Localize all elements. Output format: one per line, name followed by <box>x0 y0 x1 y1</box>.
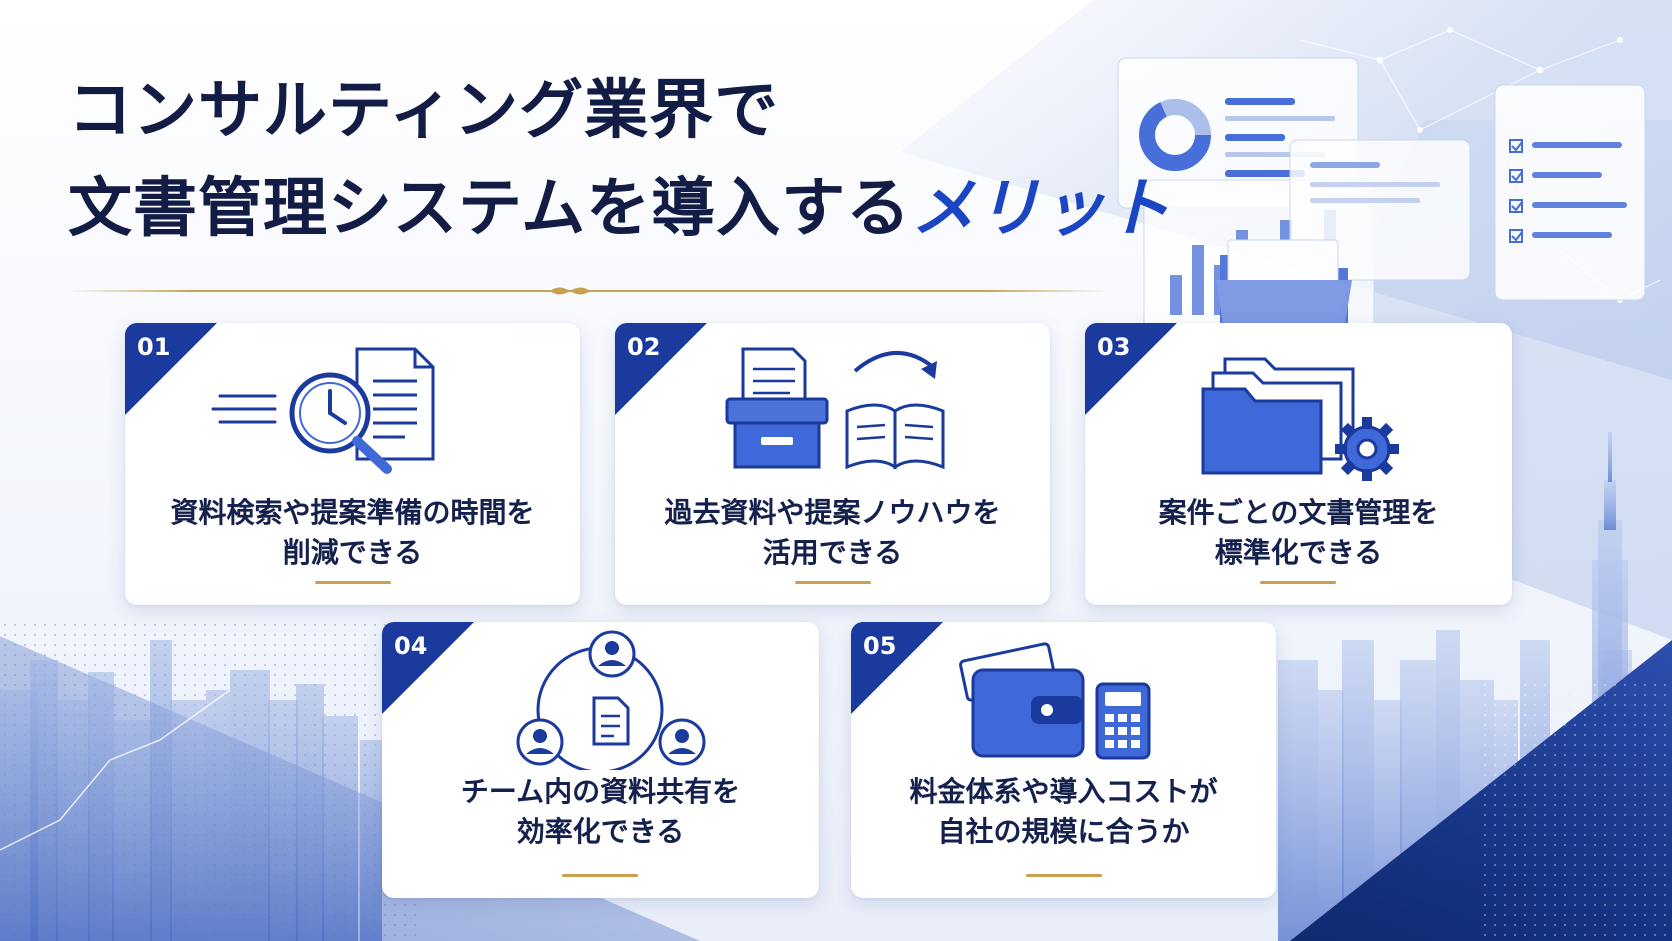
benefit-card-02: 02 過去資料や提案ノウハウを 活用できる <box>615 323 1050 605</box>
card-text: 料金体系や導入コストが 自社の規模に合うか <box>851 772 1276 852</box>
background-facet-right-bottom <box>1290 640 1672 941</box>
title-line-2: 文書管理システムを導入するメリット <box>68 160 1171 258</box>
background-dot-pattern <box>0 620 420 941</box>
card-text-line-1: 資料検索や提案準備の時間を <box>170 496 535 529</box>
background-dot-pattern-right <box>1480 680 1672 941</box>
card-number: 02 <box>627 333 661 361</box>
clock-magnifier-document-icon <box>211 347 435 474</box>
dashboard-illustration <box>1117 57 1646 331</box>
title-accent: メリット <box>911 171 1172 246</box>
card-text-line-1: 過去資料や提案ノウハウを <box>664 496 1001 529</box>
card-underline <box>562 874 638 877</box>
title-line-1: コンサルティング業界で <box>68 73 780 148</box>
benefit-card-04: 04 チーム内の資料共有を 効率化できる <box>382 622 819 898</box>
card-text-line-2: 標準化できる <box>1214 536 1383 569</box>
card-text: 資料検索や提案準備の時間を 削減できる <box>125 493 580 573</box>
card-number: 01 <box>137 333 171 361</box>
card-underline <box>1260 581 1336 584</box>
card-underline <box>315 581 391 584</box>
card-text-line-1: 案件ごとの文書管理を <box>1158 496 1439 529</box>
benefit-card-01: 01 資料検索や提案準備の時間を 削減できる <box>125 323 580 605</box>
card-text: チーム内の資料共有を 効率化できる <box>382 772 819 852</box>
wallet-calculator-icon <box>959 642 1151 760</box>
benefit-card-05: 05 料金体系や導入コストが 自社の規模に合うか <box>851 622 1276 898</box>
card-underline <box>795 581 871 584</box>
card-text-line-1: 料金体系や導入コストが <box>909 775 1218 808</box>
benefit-card-03: 03 案件ごとの文書管理を 標準化できる <box>1085 323 1512 605</box>
card-text-line-2: 活用できる <box>762 536 903 569</box>
archive-box-to-book-icon <box>725 347 945 470</box>
card-text: 案件ごとの文書管理を 標準化できる <box>1085 493 1512 573</box>
team-share-icon <box>516 630 706 770</box>
card-text: 過去資料や提案ノウハウを 活用できる <box>615 493 1050 573</box>
card-number: 04 <box>394 632 428 660</box>
title-line-2-main: 文書管理システムを導入する <box>68 171 912 246</box>
divider-ornament-icon <box>550 287 590 295</box>
card-text-line-2: 削減できる <box>282 536 423 569</box>
card-number: 05 <box>863 632 897 660</box>
card-text-line-2: 自社の規模に合うか <box>937 815 1190 848</box>
card-number: 03 <box>1097 333 1131 361</box>
card-text-line-2: 効率化できる <box>516 815 685 848</box>
card-text-line-1: チーム内の資料共有を <box>460 775 741 808</box>
card-underline <box>1026 874 1102 877</box>
page-title: コンサルティング業界で 文書管理システムを導入するメリット <box>68 62 1171 258</box>
folders-gear-icon <box>1201 357 1399 481</box>
